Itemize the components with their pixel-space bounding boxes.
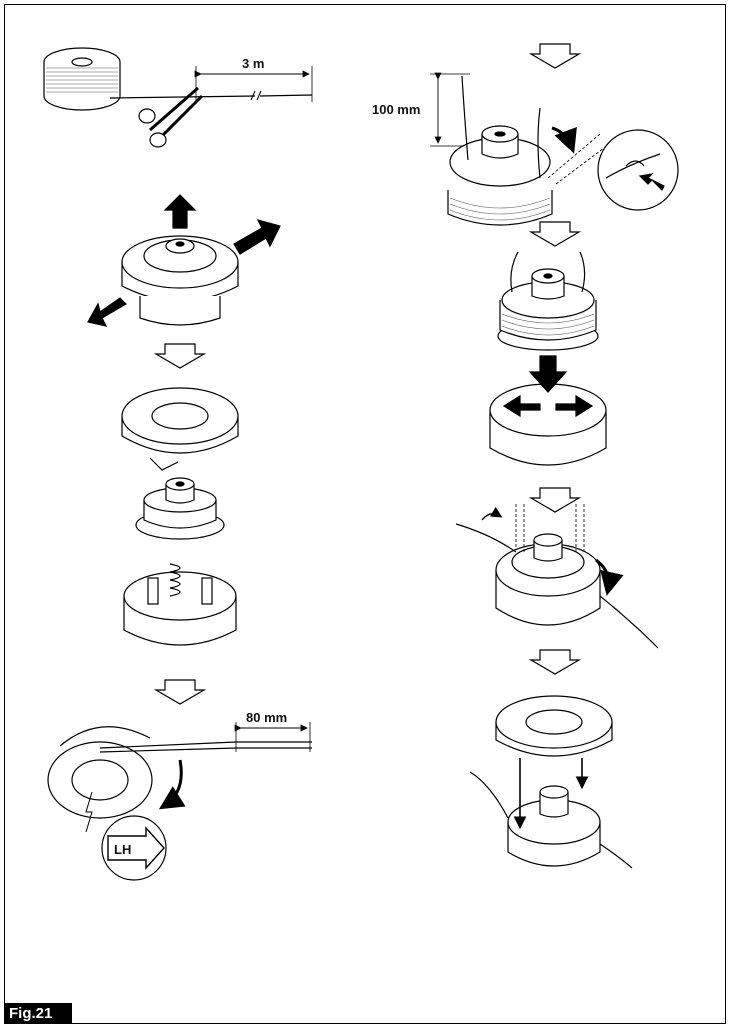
step-arrow-down-icon-4 [528, 221, 582, 247]
spool-windings-lines-2 [501, 313, 595, 336]
line-spool-body [43, 62, 121, 111]
spool-head-base [139, 296, 221, 326]
spool-hub-top-5 [539, 785, 569, 799]
hold-length-label: 100 mm [372, 102, 420, 117]
break-mark [250, 90, 262, 101]
spring-icon [169, 563, 181, 597]
step-arrow-down-icon-3 [528, 43, 582, 69]
spool-hub-column-5 [539, 792, 569, 818]
spool-hub-hole [175, 241, 185, 247]
callout-leader [85, 791, 93, 833]
figure-frame [4, 4, 726, 1024]
detail-leader [547, 133, 605, 185]
hook-detail-line [605, 153, 661, 179]
step-arrow-down-icon-2 [153, 679, 207, 705]
line-out-right [599, 595, 659, 649]
cover-center-hole [151, 402, 209, 430]
step-thread-eyelets [455, 504, 659, 649]
line-out-left [455, 523, 517, 553]
line-out-left-2 [469, 771, 509, 819]
line-spool-hole [71, 57, 93, 67]
spool-hub-top-4 [533, 533, 563, 547]
scissors-icon [138, 86, 204, 148]
housing-post-left [147, 577, 159, 605]
step-cut-line [43, 47, 313, 148]
spool-windings-lines [449, 197, 551, 221]
line-out-right-2 [599, 843, 633, 869]
figure-tag: Fig.21 [4, 1003, 72, 1024]
line-path-dashed [515, 504, 585, 552]
spool-hub-hole-2 [175, 481, 185, 487]
step-insert-spool [489, 251, 607, 466]
cover-center-hole-2 [525, 709, 583, 735]
pull-arrow-right-icon [595, 558, 624, 596]
pull-arrow-left-icon [481, 506, 503, 521]
direction-badge-label: LH [114, 842, 131, 857]
spool-face-inner [71, 759, 129, 801]
housing-rim [123, 571, 237, 621]
line-loop-left [510, 251, 519, 293]
step-reattach-cover [469, 695, 633, 869]
step-exploded-parts [121, 387, 239, 646]
wound-line-1 [99, 741, 312, 749]
step-arrow-down-icon-6 [528, 649, 582, 675]
arrow-press-left-icon [87, 297, 127, 327]
step-press-tabs [87, 194, 281, 327]
arrow-up-icon [163, 194, 197, 229]
step-arrow-down-icon [153, 343, 207, 369]
spool-hub-hole-4 [543, 273, 553, 279]
cut-length-label: 3 m [242, 56, 264, 71]
hook-detail-notch [625, 160, 645, 167]
step-arrow-down-icon-5 [528, 487, 582, 513]
arrow-hook-icon [638, 173, 665, 192]
arrow-press-right-icon [233, 219, 281, 255]
trimmer-line-strand [109, 94, 313, 99]
hook-detail-circle [597, 129, 679, 211]
step-wind-line [47, 722, 312, 881]
step-hook-lines [430, 72, 679, 226]
cover-latch [149, 457, 179, 471]
line-end-right [537, 107, 541, 179]
arrow-insert-icon [551, 126, 577, 154]
line-loop-right [579, 251, 586, 293]
leave-length-label: 80 mm [246, 710, 287, 725]
arrow-out-left-icon [502, 394, 541, 418]
spool-top-edge [59, 726, 151, 747]
spool-windings [46, 67, 118, 93]
arrow-insert-down-icon [528, 355, 568, 393]
rotate-arrow-icon [158, 759, 186, 810]
spool-windings-body [447, 190, 553, 226]
housing-post-right [201, 577, 213, 605]
spool-hub-hole-3 [494, 131, 506, 137]
lh-direction-arrow-icon [107, 826, 165, 870]
arrow-out-right-icon [555, 394, 594, 418]
line-end-left [461, 75, 469, 161]
